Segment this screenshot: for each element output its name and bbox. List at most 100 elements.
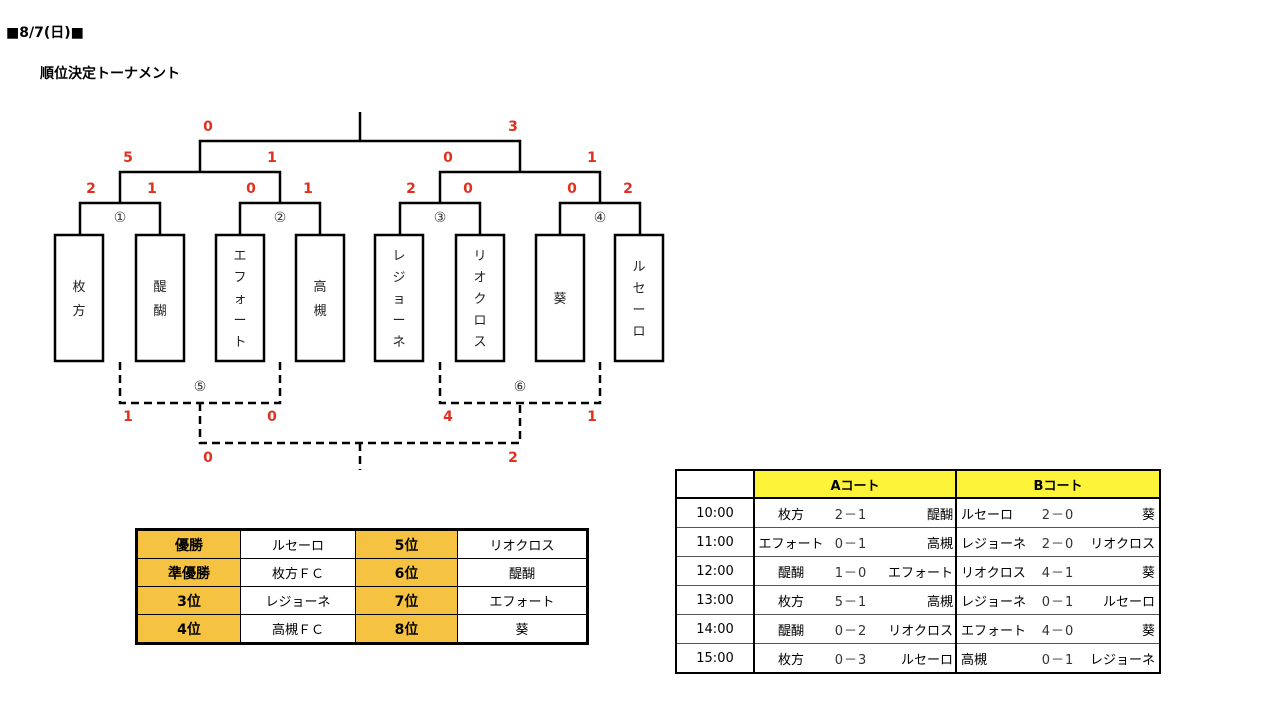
consolation-score: 4 [443,409,453,425]
team-name-char: ネ [392,335,405,350]
ranking-row: 優勝 ルセーロ 5位 リオクロス [136,529,588,559]
rank-label: 4位 [136,614,241,644]
rank-label: 8位 [355,614,458,644]
team-name-char: ー [632,303,645,318]
ranking-row: 3位 レジョーネ 7位 エフォート [136,586,588,615]
court-a-team-1: 枚方 [753,585,827,615]
semi-score: 1 [587,150,597,166]
court-b-team-1: レジョーネ [955,585,1033,615]
first-round-score: 0 [463,181,473,197]
consolation-score: 1 [123,409,133,425]
team-name-char: ロ [632,324,645,339]
ranking-row: 4位 高槻ＦＣ 8位 葵 [136,614,588,644]
court-b-team-2: 葵 [1083,556,1161,586]
team-name-char: ル [632,260,645,275]
court-a-team-2: エフォート [875,556,957,586]
first-round-score: 0 [246,181,256,197]
semi-score: 0 [443,150,453,166]
court-a-team-1: 枚方 [753,497,827,528]
match-number-3: ③ [434,210,447,226]
rank-team: ルセーロ [240,529,356,559]
match-time: 10:00 [675,497,755,528]
team-name-char: 醐 [153,304,166,319]
court-a-score: 5－1 [827,585,875,615]
team-name-char: エ [233,249,246,264]
match-time: 13:00 [675,585,755,615]
court-b-team-2: ルセーロ [1083,585,1161,615]
rank-label: 3位 [136,586,241,615]
court-b-team-1: 高槻 [955,643,1033,674]
schedule-corner-cell [675,469,755,499]
court-a-team-1: 醍醐 [753,614,827,644]
court-a-team-2: 高槻 [875,527,957,557]
rank-label: 7位 [355,586,458,615]
rank-team: 醍醐 [457,558,588,587]
first-round-score: 2 [86,181,96,197]
court-b-score: 4－1 [1033,556,1083,586]
court-a-team-1: 醍醐 [753,556,827,586]
court-b-score: 0－1 [1033,585,1083,615]
first-round-score: 2 [623,181,633,197]
rank-team: 枚方ＦＣ [240,558,356,587]
court-a-team-1: エフォート [753,527,827,557]
match-time: 15:00 [675,643,755,674]
final-score-left: 0 [203,119,213,135]
team-name-char: 醍 [153,280,166,295]
first-round-score: 1 [303,181,313,197]
court-b-score: 0－1 [1033,643,1083,674]
court-b-score: 4－0 [1033,614,1083,644]
team-name-char: オ [473,271,486,286]
rank-team: レジョーネ [240,586,356,615]
court-b-team-1: ルセーロ [955,497,1033,528]
court-a-team-2: ルセーロ [875,643,957,674]
team-name-char: 葵 [553,292,566,307]
rank-team: 高槻ＦＣ [240,614,356,644]
final-score-right: 3 [508,119,518,135]
ranking-row: 準優勝 枚方ＦＣ 6位 醍醐 [136,558,588,587]
court-b-team-2: 葵 [1083,497,1161,528]
court-a-team-2: リオクロス [875,614,957,644]
schedule-header-row: Aコート Bコート [675,469,1161,499]
match-time: 12:00 [675,556,755,586]
court-b-team-2: 葵 [1083,614,1161,644]
match-number-2: ② [274,210,287,226]
first-round-score: 1 [147,181,157,197]
team-name-char: 高 [313,279,326,295]
bracket-lines [78,112,642,235]
court-a-team-2: 醍醐 [875,497,957,528]
team-name-char: 枚 [72,280,85,295]
semi-score: 5 [123,150,133,166]
court-a-team-1: 枚方 [753,643,827,674]
rank-team: 葵 [457,614,588,644]
rank-team: リオクロス [457,529,588,559]
court-b-team-1: エフォート [955,614,1033,644]
court-b-score: 2－0 [1033,527,1083,557]
team-name-char: ー [233,314,246,329]
consolation-score: 1 [587,409,597,425]
bracket-title: 順位決定トーナメント [40,66,180,82]
first-round-score: 0 [567,181,577,197]
match-time: 14:00 [675,614,755,644]
court-a-score: 0－1 [827,527,875,557]
first-round-score: 2 [406,181,416,197]
team-name-char: ー [392,314,405,329]
fifth-place-score-right: 2 [508,450,518,466]
team-name-char: ト [233,335,246,350]
court-a-score: 0－2 [827,614,875,644]
team-name-char: ョ [392,292,405,307]
team-name-char: ス [473,335,486,350]
semi-score: 1 [267,150,277,166]
court-b-score: 2－0 [1033,497,1083,528]
team-name-char: 槻 [313,303,326,319]
court-b-team-2: レジョーネ [1083,643,1161,674]
court-a-score: 1－0 [827,556,875,586]
court-a-score: 0－3 [827,643,875,674]
court-b-team-2: リオクロス [1083,527,1161,557]
consolation-lines [118,362,602,470]
court-a-team-2: 高槻 [875,585,957,615]
